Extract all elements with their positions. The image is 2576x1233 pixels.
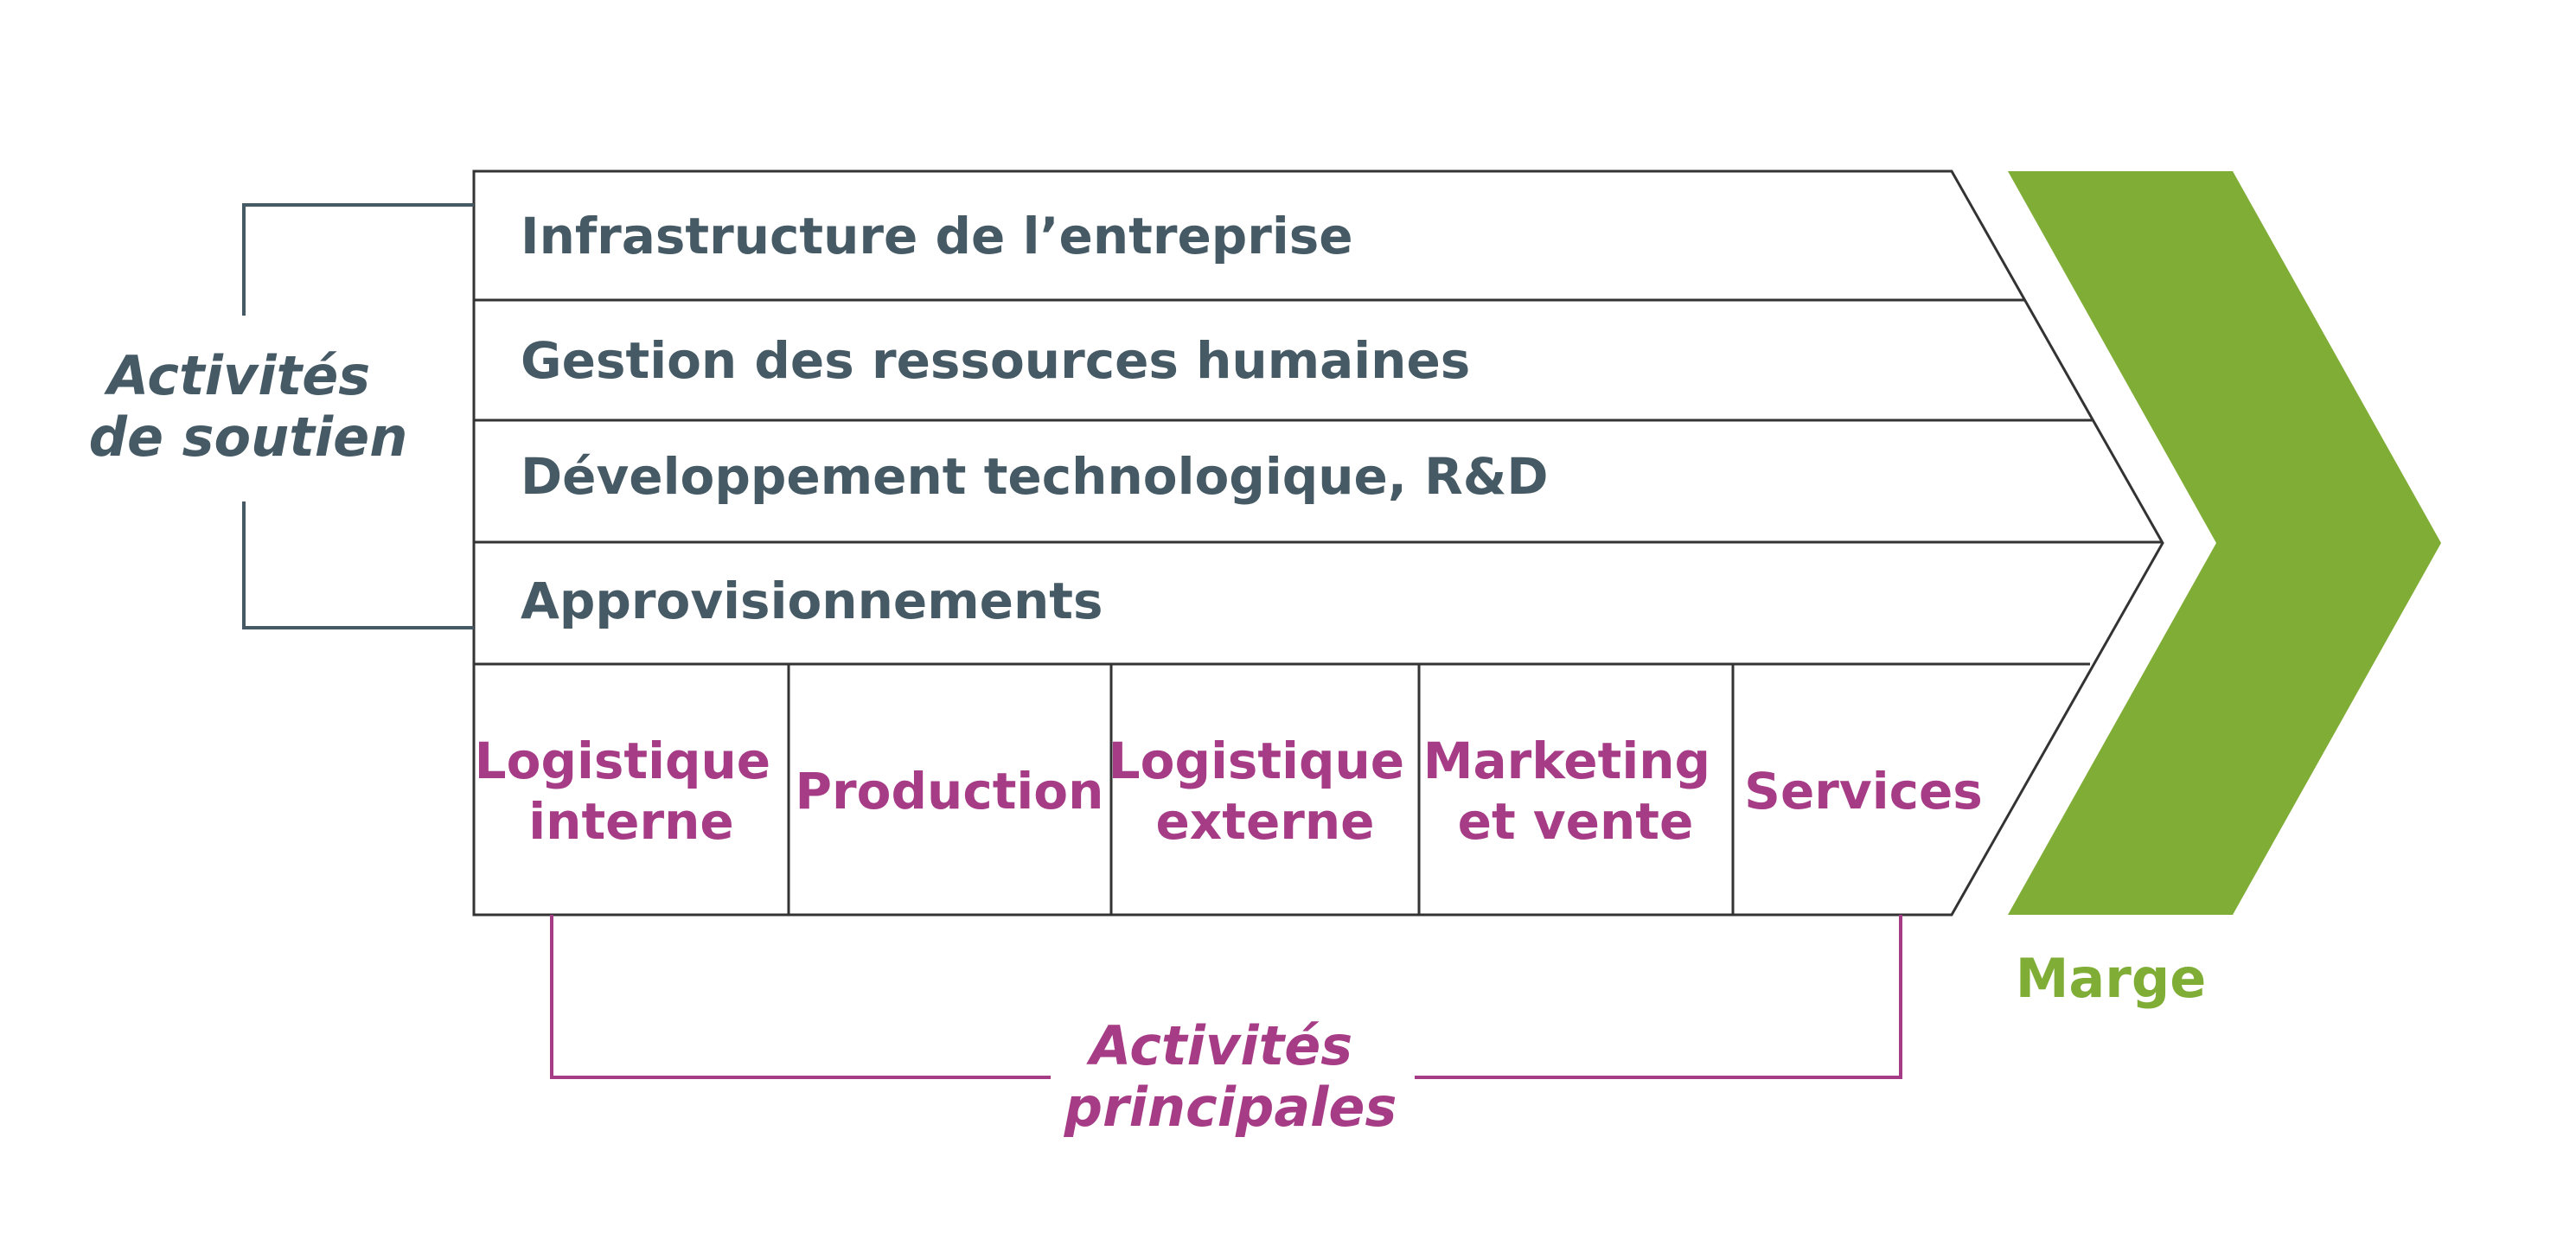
support-activity-infrastructure: Infrastructure de l’entreprise [521,207,1353,265]
support-activity-hr: Gestion des ressources humaines [521,331,1470,390]
support-group-label: Activités de soutien [89,344,408,469]
support-activity-technology: Développement technologique, R&D [521,447,1548,506]
support-bracket-bottom [242,502,474,629]
primary-group-label: Activités principales [1064,1014,1397,1139]
primary-activity-production: Production [796,762,1104,821]
value-chain-outline [472,169,2164,917]
margin-label: Marge [2016,947,2207,1010]
primary-activity-marketing-sales: Marketing et vente [1423,731,1728,851]
margin-chevron [2008,171,2441,915]
primary-activity-outbound-logistics: Logistique externe [1109,731,1422,851]
support-activity-procurement: Approvisionnements [521,572,1103,630]
primary-bracket-left [550,915,1051,1079]
primary-activity-inbound-logistics: Logistique interne [475,731,789,851]
primary-activity-services: Services [1744,762,1983,821]
primary-bracket-right [1415,915,1902,1079]
support-bracket-top [242,203,474,316]
